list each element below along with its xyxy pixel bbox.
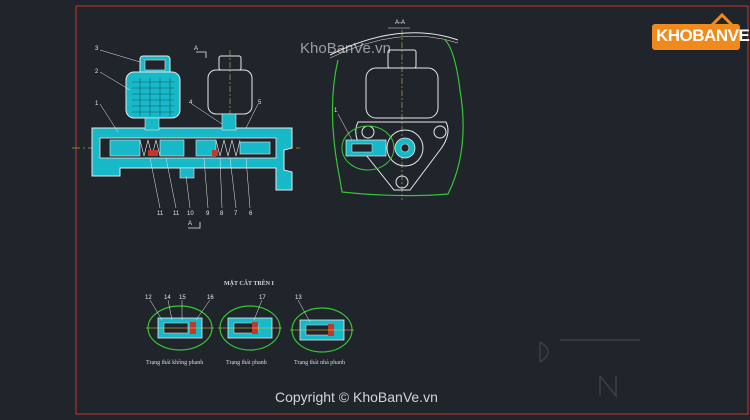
house-roof-icon [710,12,734,26]
side-view: A-A [329,20,464,200]
detail-section [146,299,354,353]
callout-bottom-2: 11 [173,211,180,217]
main-section-view [72,49,300,229]
section-mark-side: A-A [395,20,405,26]
khobanve-logo: KHOBANVE [652,12,750,52]
section-mark-top: A [194,46,198,52]
cylinder-body [91,127,293,191]
callout-bottom-4: 9 [206,211,210,217]
caption-brake: Trạng thái phanh [226,360,267,366]
reservoir-left [125,71,181,119]
logo-box [652,24,740,50]
callout-side-1: 1 [334,108,338,114]
detail-num-16: 16 [207,295,214,301]
logo-text: KHOBANVE [656,26,750,45]
callout-bottom-6: 7 [234,211,238,217]
detail-num-12: 12 [145,295,152,301]
faint-background-marks [539,339,640,399]
detail-title: MẶT CẮT TRÊN I [224,281,274,287]
watermark-bottom: Copyright © KhoBanVe.vn [275,389,438,405]
break-line-side [331,39,464,197]
callout-1: 1 [95,101,99,107]
callout-bottom-1: 11 [157,211,164,217]
callout-3: 3 [95,46,99,52]
section-mark-bottom: A [188,221,192,227]
callout-2: 2 [95,69,99,75]
callout-bottom-7: 6 [249,211,253,217]
detail-num-17: 17 [259,295,266,301]
detail-num-13: 13 [295,295,302,301]
callout-bottom-3: 10 [187,211,194,217]
watermark-top: KhoBanVe.vn [300,40,391,57]
callout-bottom-5: 8 [220,211,224,217]
drawing-frame [75,5,749,415]
callout-5: 5 [258,100,262,106]
detail-num-14: 14 [164,295,171,301]
callout-4: 4 [189,100,193,106]
detail-num-15: 15 [179,295,186,301]
caption-no-brake: Trạng thái không phanh [146,360,204,366]
caption-release: Trạng thái nhả phanh [294,360,345,366]
